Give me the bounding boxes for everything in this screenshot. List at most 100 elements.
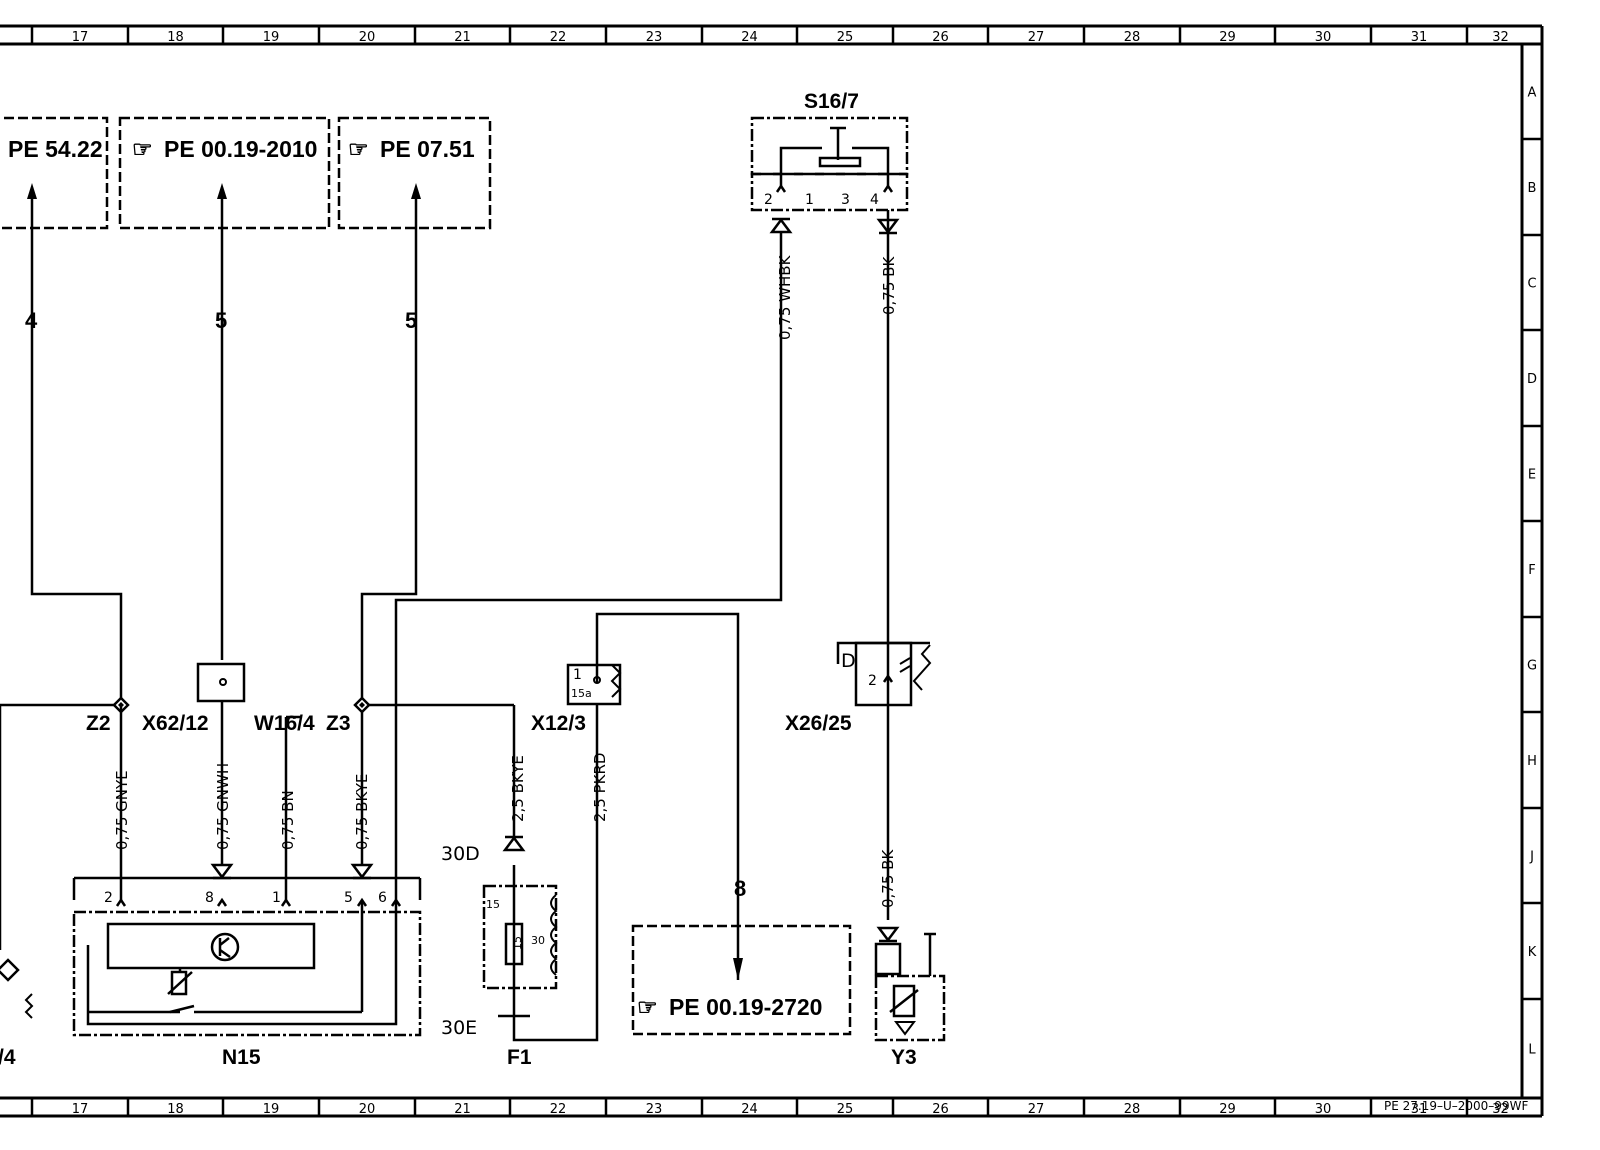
ref-box-07-51: [337, 116, 492, 230]
y3-coil-icon: [892, 984, 916, 1018]
column-label-top: 28: [1124, 30, 1141, 45]
s16-pin-4: 4: [870, 192, 879, 208]
column-label-bottom: 19: [263, 1102, 280, 1117]
row-label: B: [1528, 181, 1537, 196]
wire-label-z3-n15: 0,75 BKYE: [353, 774, 371, 850]
line-number-4: 4: [25, 308, 38, 333]
n15-pin-2: 2: [104, 890, 113, 906]
column-label-top: 18: [167, 30, 184, 45]
s16-pin4-chevron-icon: [882, 183, 894, 193]
column-label-bottom: 22: [550, 1102, 567, 1117]
ref-pe-00-19-2010: ☞ PE 00.19-2010: [132, 136, 317, 162]
transistor-collector: [219, 937, 230, 946]
ref-pe-00-19-2720: ☞ PE 00.19-2720: [637, 994, 822, 1020]
column-label-bottom: 20: [359, 1102, 376, 1117]
wire-label-x12-f1: 2,5 PKRD: [591, 753, 609, 822]
x26-25-heater-icon: [899, 657, 911, 673]
n15-pin-5: 5: [344, 890, 353, 906]
column-label-bottom: 26: [932, 1102, 949, 1117]
column-label-top: 25: [837, 30, 854, 45]
line-number-5-b: 5: [405, 308, 417, 333]
column-label-top: 17: [72, 30, 89, 45]
x26-pin-2: 2: [868, 673, 877, 689]
column-label-bottom: 31: [1411, 1102, 1428, 1117]
s16-7-body: [750, 116, 909, 176]
n15-pin-8: 8: [205, 890, 214, 906]
f1-fuse-15: 15: [511, 936, 524, 950]
s16-contact-right: [852, 146, 890, 186]
transistor-emitter: [219, 948, 231, 959]
f1-shield-icon: [550, 894, 558, 976]
pointing-hand-icon: ☞: [637, 994, 658, 1020]
wire-x12-to-ref-2720: [595, 612, 740, 980]
wire-label-z2-n15: 0,75 GNYE: [113, 770, 131, 850]
component-f1: F1: [507, 1046, 532, 1069]
transistor-icon: [210, 932, 240, 962]
ref-pe-00-19-2720-label: PE 00.19-2720: [669, 994, 822, 1020]
ref-box-00-19-2010: [118, 116, 331, 230]
row-label: H: [1527, 754, 1537, 769]
row-label: A: [1528, 86, 1537, 101]
wire-z3-to-ref-07-51: [360, 195, 418, 700]
pointing-hand-icon: ☞: [348, 136, 369, 162]
column-label-top: 21: [454, 30, 471, 45]
relay-coil-diagonal: [167, 971, 193, 995]
component-x12-3: X12/3: [531, 712, 586, 735]
row-label: K: [1528, 945, 1537, 960]
wiring: [0, 116, 946, 1042]
arrow-up-icon: [27, 183, 37, 199]
component-z2: Z2: [86, 712, 111, 735]
wire-z2-to-ref-54-22: [30, 195, 123, 700]
column-label-top: 32: [1492, 30, 1509, 45]
relay-contact-icon: [169, 1004, 195, 1014]
column-label-bottom: 27: [1028, 1102, 1045, 1117]
z3-connector-triangle-icon: [350, 863, 374, 880]
n15-inner-box: [106, 922, 316, 970]
ref-pe-54-22: PE 54.22: [8, 136, 103, 162]
s16-contact-left: [779, 146, 822, 186]
column-label-top: 26: [932, 30, 949, 45]
s16-pin-2: 2: [764, 192, 773, 208]
ref-pe-07-51: ☞ PE 07.51: [348, 136, 475, 162]
column-label-bottom: 28: [1124, 1102, 1141, 1117]
column-label-bottom: 29: [1219, 1102, 1236, 1117]
y3-connector-triangle-icon: [876, 926, 900, 943]
column-label-bottom: 24: [741, 1102, 758, 1117]
s16-contact-bar: [818, 156, 862, 168]
left-cut-shield-icon: [24, 993, 34, 1019]
f1-body: [482, 884, 558, 990]
n15-pin-chevron-icon: [115, 897, 127, 907]
column-label-bottom: 32: [1492, 1102, 1509, 1117]
wire-label-s16-pin4: 0,75 BK: [880, 256, 898, 315]
labels: PE 54.22 ☞ PE 00.19-2010 ☞ PE 07.51 ☞ PE…: [0, 90, 1528, 1113]
diagram-frame: 1717181819192020212122222323242425252626…: [0, 24, 1544, 1118]
component-s16-7: S16/7: [804, 90, 859, 113]
s16-pin2-connector-triangle-icon: [769, 217, 793, 234]
column-label-bottom: 21: [454, 1102, 471, 1117]
column-label-bottom: 25: [837, 1102, 854, 1117]
column-label-bottom: 17: [72, 1102, 89, 1117]
wire-label-s16-pin2: 0,75 WHBK: [776, 254, 794, 340]
terminal-30d: 30D: [441, 843, 480, 865]
y3-coil-diagonal: [889, 989, 919, 1013]
n15-pin-chevron-icon: [280, 897, 292, 907]
component-n15: N15: [222, 1046, 261, 1069]
arrow-up-icon: [411, 183, 421, 199]
f1-pin-15: 15: [486, 898, 500, 911]
column-label-top: 30: [1315, 30, 1332, 45]
x26-label-d: D: [841, 650, 856, 672]
component-x62-12: X62/12: [142, 712, 209, 735]
x26-25-connector-box: [854, 641, 913, 707]
n15-pin-1: 1: [272, 890, 281, 906]
left-cut-connector-icon: [0, 958, 20, 982]
arrow-up-icon: [217, 183, 227, 199]
y3-plug-box: [874, 942, 902, 976]
component-y3: Y3: [891, 1046, 917, 1069]
row-label: F: [1528, 563, 1535, 578]
s16-pin-1: 1: [805, 192, 814, 208]
row-label: E: [1528, 468, 1536, 483]
f1-pin-30: 30: [531, 934, 545, 947]
column-label-top: 31: [1411, 30, 1428, 45]
wire-label-w16-n15: 0,75 BN: [279, 790, 297, 850]
terminal-30e: 30E: [441, 1017, 477, 1039]
